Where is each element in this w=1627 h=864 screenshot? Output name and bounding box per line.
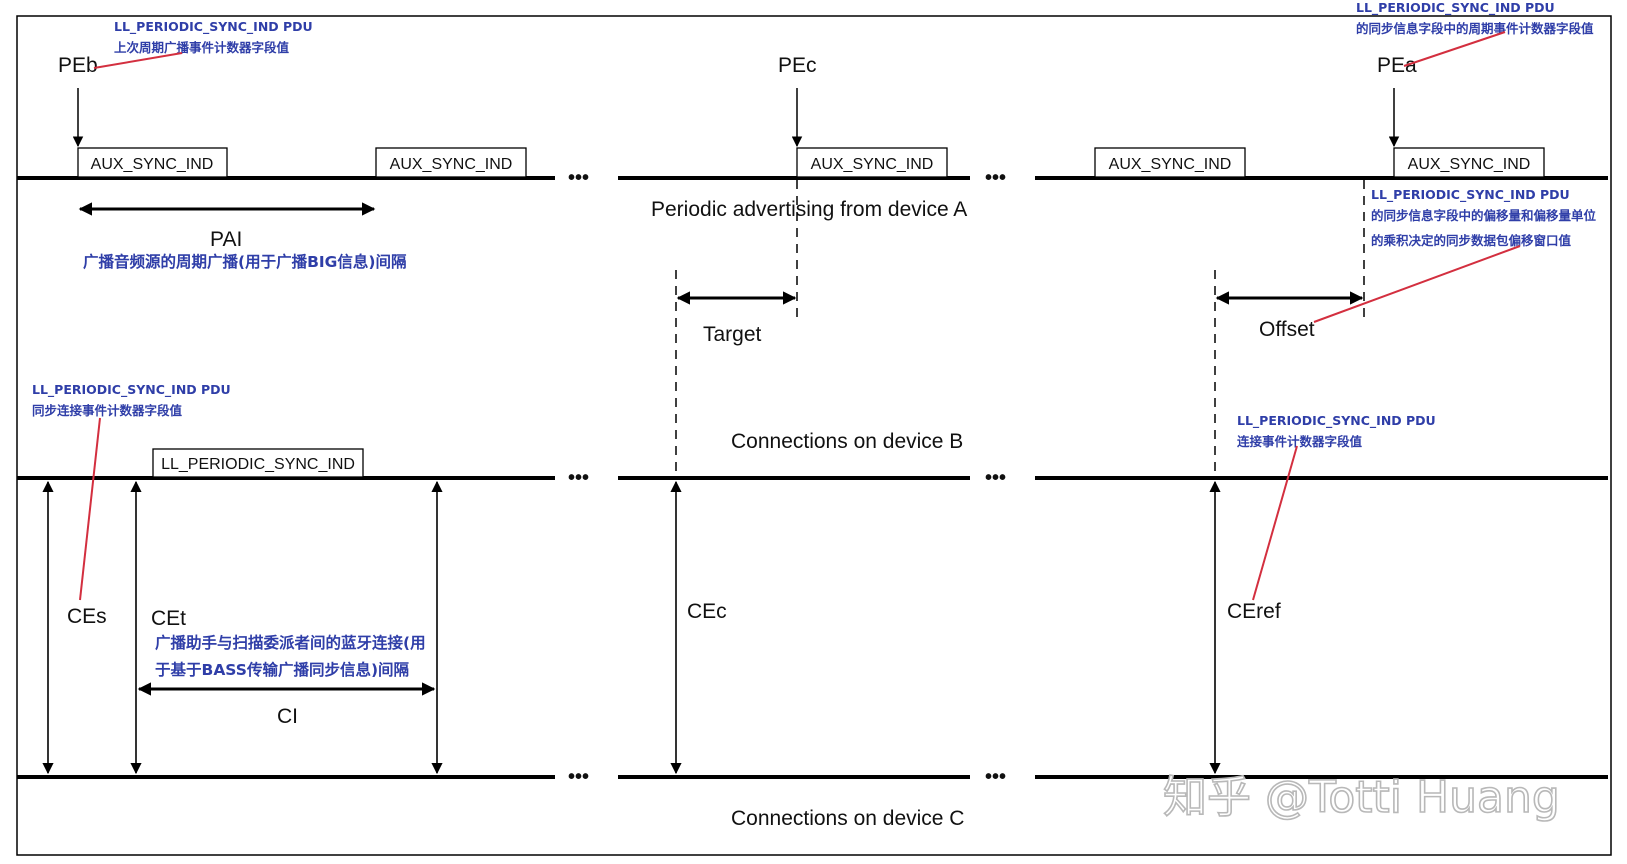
offset-annotation-desc1: 的同步信息字段中的偏移量和偏移量单位 xyxy=(1371,208,1597,223)
aux-sync-ind-label: AUX_SYNC_IND xyxy=(91,156,214,173)
ellipsis-a2: ••• xyxy=(985,167,1006,189)
target-label: Target xyxy=(703,323,762,346)
ll-periodic-sync-ind-box: LL_PERIODIC_SYNC_IND xyxy=(152,448,364,478)
peb-leader-line xyxy=(93,52,183,69)
diagram-frame xyxy=(16,15,1612,856)
aux-sync-ind-box-5: AUX_SYNC_IND xyxy=(1393,147,1545,178)
offset-label: Offset xyxy=(1259,318,1315,341)
ellipsis-b1: ••• xyxy=(568,467,589,489)
aux-sync-ind-box-3: AUX_SYNC_IND xyxy=(796,147,948,178)
ci-annotation-line1: 广播助手与扫描委派者间的蓝牙连接(用 xyxy=(155,633,426,652)
pea-annotation-desc: 的同步信息字段中的周期事件计数器字段值 xyxy=(1356,21,1594,36)
aux-sync-ind-box-1: AUX_SYNC_IND xyxy=(77,147,228,178)
offset-annotation-title: LL_PERIODIC_SYNC_IND PDU xyxy=(1371,187,1570,203)
ceref-annotation-title: LL_PERIODIC_SYNC_IND PDU xyxy=(1237,413,1436,429)
ceref-annotation-desc: 连接事件计数器字段值 xyxy=(1237,434,1363,449)
device-b-label: Connections on device B xyxy=(731,430,963,453)
watermark: 知乎 @Totti Huang xyxy=(1163,772,1560,823)
aux-sync-ind-box-4: AUX_SYNC_IND xyxy=(1094,147,1246,178)
pai-annotation: 广播音频源的周期广播(用于广播BIG信息)间隔 xyxy=(83,252,407,271)
leader-lines xyxy=(79,31,1521,601)
pea-annotation-title: LL_PERIODIC_SYNC_IND PDU xyxy=(1356,0,1555,16)
ci-annotation-line2: 于基于BASS传输广播同步信息)间隔 xyxy=(155,660,410,679)
ces-annotation-desc: 同步连接事件计数器字段值 xyxy=(32,403,183,418)
peb-annotation-title: LL_PERIODIC_SYNC_IND PDU xyxy=(114,19,313,35)
ces-annotation-title: LL_PERIODIC_SYNC_IND PDU xyxy=(32,382,231,398)
aux-sync-ind-label: AUX_SYNC_IND xyxy=(1109,156,1232,173)
ellipsis-c2: ••• xyxy=(985,766,1006,788)
pai-label: PAI xyxy=(210,228,242,251)
offset-annotation-desc2: 的乘积决定的同步数据包偏移窗口值 xyxy=(1371,233,1572,248)
device-c-label: Connections on device C xyxy=(731,807,964,830)
ceref-leader-line xyxy=(1252,445,1298,601)
ellipsis-a1: ••• xyxy=(568,167,589,189)
device-a-label: Periodic advertising from device A xyxy=(651,198,967,221)
ellipsis-b2: ••• xyxy=(985,467,1006,489)
cet-label: CEt xyxy=(151,607,186,630)
ces-leader-line xyxy=(79,417,101,601)
pec-label: PEc xyxy=(778,54,817,77)
ces-label: CEs xyxy=(67,605,107,628)
ll-periodic-sync-ind-label: LL_PERIODIC_SYNC_IND xyxy=(161,456,355,473)
aux-sync-ind-label: AUX_SYNC_IND xyxy=(811,156,934,173)
ceref-label: CEref xyxy=(1227,600,1281,623)
ellipsis-c1: ••• xyxy=(568,766,589,788)
pea-leader-line xyxy=(1403,31,1506,67)
aux-sync-ind-label: AUX_SYNC_IND xyxy=(1408,156,1531,173)
ci-label: CI xyxy=(277,705,298,728)
offset-leader-line xyxy=(1313,245,1521,323)
aux-sync-ind-label: AUX_SYNC_IND xyxy=(390,156,513,173)
peb-label: PEb xyxy=(58,54,98,77)
peb-annotation-desc: 上次周期广播事件计数器字段值 xyxy=(114,40,290,55)
cec-label: CEc xyxy=(687,600,727,623)
pea-label: PEa xyxy=(1377,54,1417,77)
aux-sync-ind-box-2: AUX_SYNC_IND xyxy=(375,147,527,178)
